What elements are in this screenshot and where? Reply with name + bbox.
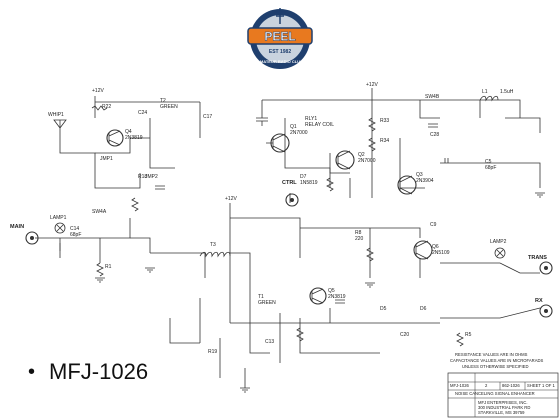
- label-l1v: 1.5uH: [500, 89, 514, 95]
- title-block: MFJ-1026 2 862-1026 SHEET 1 OF 1 NOISE C…: [447, 372, 559, 418]
- note-resistance: RESISTANCE VALUES ARE IN OHMS: [455, 352, 528, 357]
- caption-bullet: •: [28, 360, 36, 383]
- label-d6: D6: [420, 306, 427, 312]
- schematic-notes: RESISTANCE VALUES ARE IN OHMS CAPACITANC…: [450, 352, 544, 369]
- label-c28: C28: [430, 132, 439, 138]
- lamp1-icon: [54, 222, 66, 234]
- label-rly1v: RELAY COIL: [305, 122, 334, 128]
- label-c20: C20: [400, 332, 409, 338]
- lamp2-icon: [494, 247, 506, 259]
- label-q6v: 2N5109: [432, 250, 450, 256]
- label-plus12v-c: +12V: [225, 196, 237, 202]
- label-c5: C5: [485, 159, 492, 165]
- label-r8v: 220: [355, 236, 364, 242]
- logo-badge: [247, 27, 313, 45]
- label-sw4b: SW4B: [425, 94, 440, 100]
- label-q2v: 2N7000: [358, 158, 376, 164]
- label-lamp2: LAMP2: [490, 239, 507, 245]
- label-q3v: 2N3904: [416, 178, 434, 184]
- label-r1: R1: [105, 264, 112, 270]
- ctrl-connector: [285, 193, 299, 207]
- label-d5: D5: [380, 306, 387, 312]
- label-t1: T2: [160, 98, 166, 104]
- rx-connector: [539, 304, 553, 318]
- label-d7v: 1N5819: [300, 180, 318, 186]
- tb-model: MFJ-1026: [450, 383, 470, 388]
- transistor-q3: [397, 175, 417, 195]
- schematic-labels: +12V R22 WHIP1 Q4 2N3819 T2 GREEN C17 C2…: [10, 82, 547, 355]
- label-q4: Q4: [125, 129, 132, 135]
- label-sw4: SW4A: [92, 209, 107, 215]
- label-c17: C17: [203, 114, 212, 120]
- whip-antenna-icon: [53, 119, 67, 133]
- label-r19: R19: [208, 349, 217, 355]
- note-capacitance: CAPACITANCE VALUES ARE IN MICROFARADS: [450, 358, 544, 363]
- label-t1bv: GREEN: [258, 300, 276, 306]
- ground-symbols: [95, 192, 545, 393]
- label-trans: TRANS: [528, 255, 547, 261]
- tb-sheet: SHEET 1 OF 1: [527, 383, 556, 388]
- caption-text: MFJ-1026: [49, 359, 149, 384]
- label-q6: Q6: [432, 244, 439, 250]
- caption: • MFJ-1026: [28, 354, 148, 390]
- label-c9: C9: [430, 222, 437, 228]
- label-r33: R33: [380, 118, 389, 124]
- label-r34: R34: [380, 138, 389, 144]
- label-lamp1: LAMP1: [50, 215, 67, 221]
- label-rx: RX: [535, 298, 543, 304]
- label-l1: L1: [482, 89, 488, 95]
- schematic-wires: [35, 88, 541, 388]
- label-plus12v-a: +12V: [92, 88, 104, 94]
- label-t3: T3: [210, 242, 216, 248]
- tb-rev: 2: [485, 383, 488, 388]
- tb-addr1: 300 INDUSTRIAL PARK RD: [478, 405, 530, 410]
- logo-bottom-text: AMATEUR RADIO CLUB: [257, 59, 303, 64]
- label-plus12v-b: +12V: [366, 82, 378, 88]
- label-c14: C14: [70, 226, 79, 232]
- label-t1b: T1: [258, 294, 264, 300]
- transistor-q5: [309, 287, 327, 305]
- main-connector: [25, 231, 39, 245]
- antenna-icon: [274, 8, 286, 24]
- label-jmp1: JMP1: [100, 156, 113, 162]
- label-q1v: 2N7000: [290, 130, 308, 136]
- label-r18: R18: [138, 174, 147, 180]
- label-c13: C13: [265, 339, 274, 345]
- tb-title: NOISE CANCELING SIGNAL ENHANCER: [455, 391, 535, 396]
- label-q4v: 2N3819: [125, 135, 143, 141]
- label-q5v: 2N3819: [328, 294, 346, 300]
- transistor-q6: [413, 240, 433, 260]
- label-q3: Q3: [416, 172, 423, 178]
- label-d7: D7: [300, 174, 307, 180]
- label-main: MAIN: [10, 224, 24, 230]
- logo-top-text: PEEL: [264, 30, 295, 44]
- transistor-q2: [335, 150, 355, 170]
- tb-dwg: 862-1026: [502, 383, 520, 388]
- tb-addr2: STARKVILLE, MS 39759: [478, 410, 525, 415]
- label-c5v: 68pF: [485, 165, 496, 171]
- label-rly1: RLY1: [305, 116, 317, 122]
- transistor-q1: [266, 133, 290, 153]
- label-jmp2: JMP2: [145, 174, 158, 180]
- label-r8: R8: [355, 230, 362, 236]
- schematic-components: [59, 95, 499, 347]
- trans-connector: [539, 261, 553, 275]
- label-q1: Q1: [290, 124, 297, 130]
- club-logo: PEEL EST 1982 AMATEUR RADIO CLUB: [247, 8, 313, 69]
- tb-company: MFJ ENTERPRISES, INC.: [478, 400, 528, 405]
- label-whip: WHIP1: [48, 112, 64, 118]
- label-ctrl: CTRL: [282, 180, 297, 186]
- label-t1v: GREEN: [160, 104, 178, 110]
- transistor-q4: [106, 129, 124, 147]
- label-c24: C24: [138, 110, 147, 116]
- label-r22: R22: [102, 104, 111, 110]
- logo-middle-text: EST 1982: [269, 49, 291, 55]
- label-c14v: 68pF: [70, 232, 81, 238]
- label-q5: Q5: [328, 288, 335, 294]
- circuit-schematic: +12V R22 WHIP1 Q4 2N3819 T2 GREEN C17 C2…: [10, 82, 559, 418]
- note-unless: UNLESS OTHERWISE SPECIFIED: [462, 364, 528, 369]
- label-r5: R5: [465, 332, 472, 338]
- label-q2: Q2: [358, 152, 365, 158]
